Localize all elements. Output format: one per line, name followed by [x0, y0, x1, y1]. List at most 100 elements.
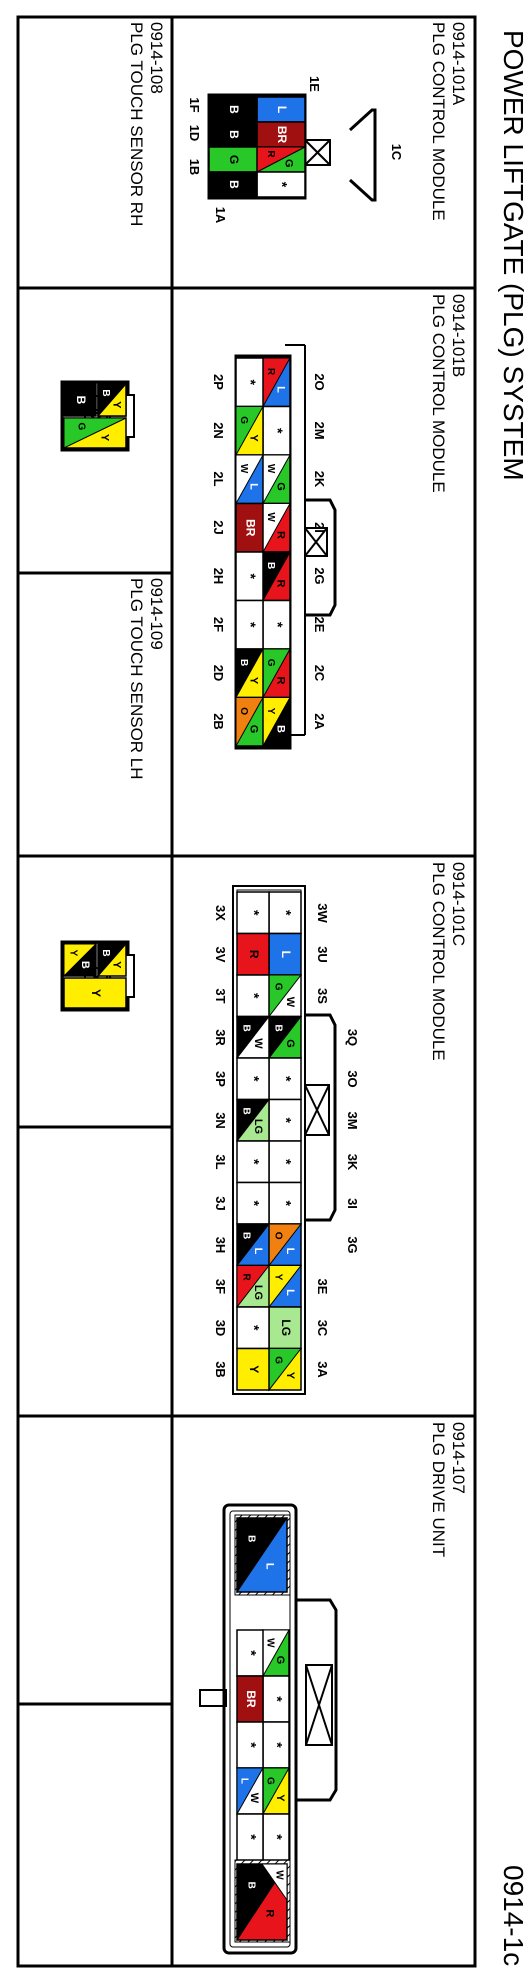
pin-label: 2A — [312, 713, 327, 730]
wire-color-label: * — [269, 1696, 285, 1702]
wire-color-label: L — [284, 1289, 296, 1296]
wire-color-label: B — [240, 1108, 251, 1115]
wire-color-label: B — [240, 1232, 251, 1239]
connector-0914-108: YBBYGYB — [60, 380, 135, 452]
wire-color-label: L — [284, 1248, 296, 1255]
wire-cell: * — [268, 1098, 302, 1142]
pin-label: 3O — [345, 1070, 360, 1087]
wire-cell: YB — [97, 943, 128, 978]
wire-cell: * — [236, 1140, 270, 1184]
wire-color-label: * — [270, 428, 286, 434]
wire-cell: BY — [262, 696, 291, 748]
wire-color-label: B — [227, 105, 241, 114]
wire-cell: GW — [262, 1629, 290, 1678]
wire-color-label: Y — [274, 1794, 286, 1802]
wire-cell: * — [235, 599, 264, 650]
wire-cell: RG — [262, 648, 291, 700]
pin-label: 2P — [211, 374, 226, 390]
pin-label: 3R — [213, 1029, 228, 1046]
wire-cell: YG — [63, 417, 127, 449]
pin-label: 3F — [213, 1279, 228, 1294]
wire-cell: * — [262, 405, 291, 456]
wire-cell: WL — [236, 1767, 264, 1816]
wire-cell: WB — [236, 1015, 271, 1060]
pin-label: 1C — [389, 144, 404, 161]
header-109-name: PLG TOUCH SENSOR LH — [127, 578, 146, 780]
wire-cell: BR — [235, 502, 264, 553]
header-101a-name: PLG CONTROL MODULE — [429, 22, 448, 221]
wire-color-label: * — [269, 1742, 285, 1748]
wire-color-label: W — [238, 464, 249, 474]
pin-label: 2L — [211, 471, 226, 486]
wire-color-label: * — [278, 1076, 294, 1082]
pin-label: 3G — [345, 1236, 360, 1253]
wire-color-label: W — [273, 1870, 284, 1880]
wire-cell: L — [256, 96, 306, 123]
header-101b-code: 0914-101B — [449, 294, 468, 377]
wire-color-label: * — [246, 1159, 262, 1165]
wire-color-label: B — [275, 725, 287, 733]
wire-cell: * — [262, 1721, 290, 1769]
pin-label: 2M — [312, 421, 327, 439]
wire-cell: GO — [235, 696, 264, 748]
wire-cell: LY — [268, 1264, 303, 1309]
wire-color-label: * — [243, 574, 259, 580]
grid-frame — [16, 15, 477, 1968]
wire-color-label: LG — [252, 1119, 264, 1134]
header-101b-name: PLG CONTROL MODULE — [429, 294, 448, 493]
wire-color-label: G — [272, 983, 283, 991]
wire-color-label: B — [265, 562, 276, 569]
pins-101a: 1E 1C 1A 1F 1D 1B — [187, 76, 404, 224]
wire-cell: * — [262, 1675, 290, 1723]
wire-color-label: G — [227, 155, 241, 164]
wire-cell: YG — [268, 1347, 303, 1392]
wire-color-label: Y — [110, 961, 122, 969]
wire-cell: * — [262, 599, 291, 650]
wire-cell: YG — [262, 1767, 290, 1816]
wire-color-label: * — [243, 622, 259, 628]
wire-color-label: G — [275, 482, 287, 491]
wire-cell: * — [236, 1306, 270, 1350]
wire-color-label: Y — [248, 434, 260, 442]
wire-cell: * — [262, 1813, 290, 1861]
pin-label: 3V — [213, 947, 228, 963]
wire-color-label: * — [246, 1201, 262, 1207]
wire-cell: * — [236, 891, 270, 935]
wire-color-label: O — [238, 707, 249, 715]
pins-101c: 3W3X3U3V3S3T3Q3R3O3P3M3N3K3L3I3J3G3H3E3F… — [213, 903, 360, 1378]
wire-color-label: * — [243, 380, 259, 386]
wire-color-label: G — [265, 659, 276, 667]
wire-cell: YG — [235, 405, 264, 457]
pin-label: 3L — [213, 1154, 228, 1169]
pin-label: 1E — [307, 76, 322, 92]
wire-cell: * — [236, 1813, 264, 1861]
wire-color-label: R — [275, 580, 287, 588]
pin-label: 2G — [312, 567, 327, 584]
pin-label: 3P — [213, 1071, 228, 1087]
wire-color-label: Y — [67, 950, 78, 957]
pin-label: 2C — [312, 665, 327, 682]
wire-color-label: B — [272, 1025, 283, 1032]
wire-color-label: L — [275, 386, 287, 393]
wire-cell: * — [236, 1721, 264, 1769]
pin-label: 3B — [213, 1361, 228, 1378]
wire-color-label: * — [246, 1076, 262, 1082]
pin-label: 2F — [211, 617, 226, 632]
pin-label: 3D — [213, 1320, 228, 1337]
pin-label: 3W — [315, 903, 330, 923]
wire-color-label: * — [278, 1118, 294, 1124]
wire-color-label: * — [246, 993, 262, 999]
wire-cell: LO — [268, 1223, 303, 1267]
wire-color-label: W — [265, 464, 276, 474]
header-108-name: PLG TOUCH SENSOR RH — [127, 22, 146, 226]
wire-cell: W — [261, 1863, 288, 1902]
wire-cell: Y — [236, 1347, 270, 1391]
pin-label: 3K — [345, 1154, 360, 1171]
header-107-name: PLG DRIVE UNIT — [429, 1422, 448, 1557]
wire-cell: L — [268, 932, 302, 976]
wire-color-label: B — [100, 949, 111, 956]
wire-cell: * — [268, 891, 302, 935]
